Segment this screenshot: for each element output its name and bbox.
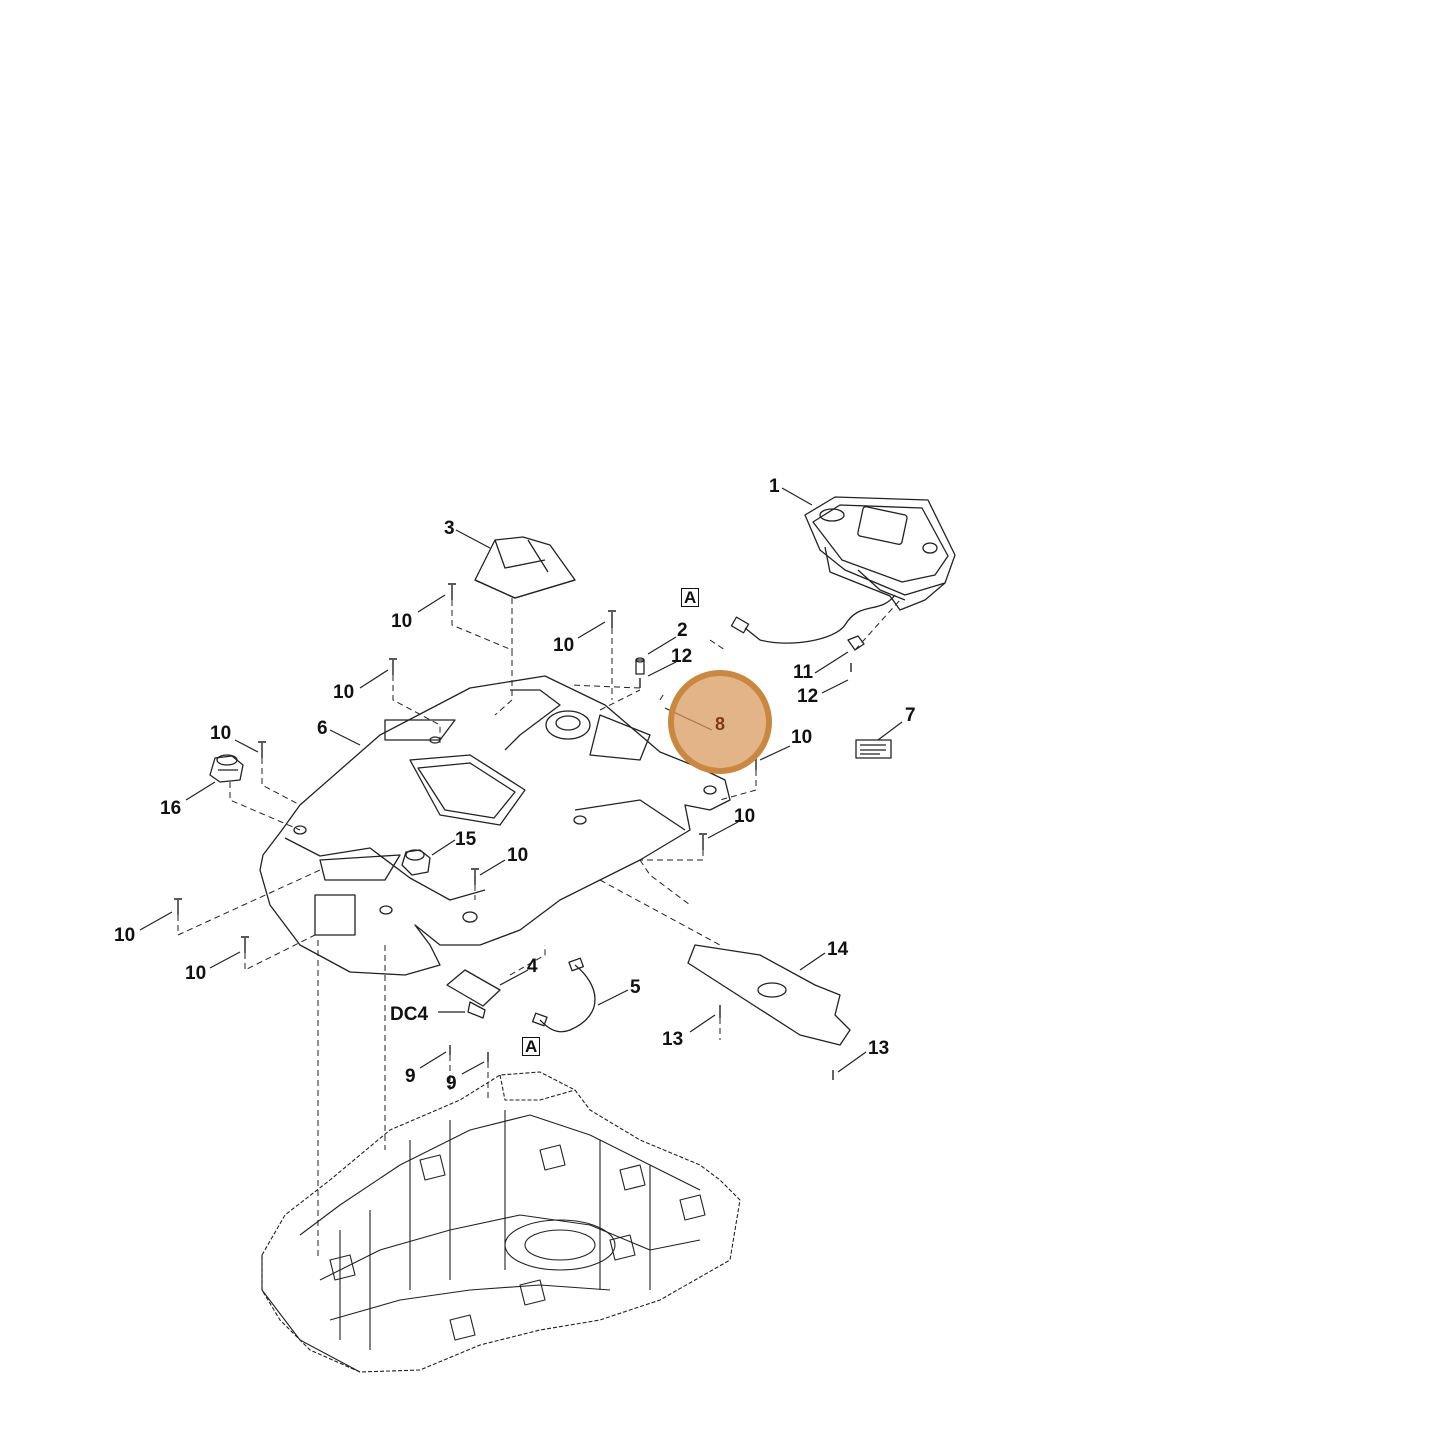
pin-2-part [635,657,645,675]
plate-14-part [687,944,851,1046]
part-label-1[interactable]: 1 [769,476,780,497]
part-label-13[interactable]: 13 [868,1038,890,1059]
chassis-housing [261,1071,741,1373]
display-cable [744,594,896,644]
connector-15-part [401,849,431,876]
part-label-4[interactable]: 4 [527,956,538,977]
part-label-9[interactable]: 9 [405,1066,416,1087]
part-label-dc4[interactable]: DC4 [390,1004,429,1025]
part-label-10[interactable]: 10 [185,963,207,984]
connection-marker-a[interactable]: A [522,1037,541,1056]
part-label-12[interactable]: 12 [797,686,819,707]
connection-marker-a[interactable]: A [681,588,700,607]
part-label-2[interactable]: 2 [677,620,688,641]
part-label-5[interactable]: 5 [630,977,641,998]
cable-5-part [539,964,596,1033]
part-label-11[interactable]: 11 [793,662,814,683]
part-label-16[interactable]: 16 [160,798,182,819]
display-panel-part [804,496,956,611]
bracket-part [474,536,576,599]
part-label-3[interactable]: 3 [444,518,455,539]
part-label-13[interactable]: 13 [662,1029,684,1050]
label-7-part [855,739,892,759]
assembly-lines [177,598,901,1260]
part-label-10[interactable]: 10 [114,925,136,946]
part-label-10[interactable]: 10 [333,682,355,703]
part-label-10[interactable]: 10 [553,635,575,656]
highlight-circle [668,670,772,774]
part-label-15[interactable]: 15 [455,829,477,850]
part-label-10[interactable]: 10 [734,806,756,827]
part-label-9[interactable]: 9 [446,1073,457,1094]
part-label-10[interactable]: 10 [507,845,529,866]
part-label-12[interactable]: 12 [671,646,693,667]
part-label-10[interactable]: 10 [391,611,413,632]
part-label-14[interactable]: 14 [827,939,849,960]
connector-16-part [209,754,244,783]
top-cover-part [259,675,731,976]
clip-11-part [847,635,865,651]
part-label-7[interactable]: 7 [905,705,916,726]
part-label-6[interactable]: 6 [317,718,328,739]
leader-lines [139,487,903,1075]
board-4-part [446,969,501,1019]
part-label-10[interactable]: 10 [210,723,232,744]
part-label-8[interactable]: 8 [715,714,726,734]
screws [174,583,852,1080]
part-label-10[interactable]: 10 [791,727,813,748]
